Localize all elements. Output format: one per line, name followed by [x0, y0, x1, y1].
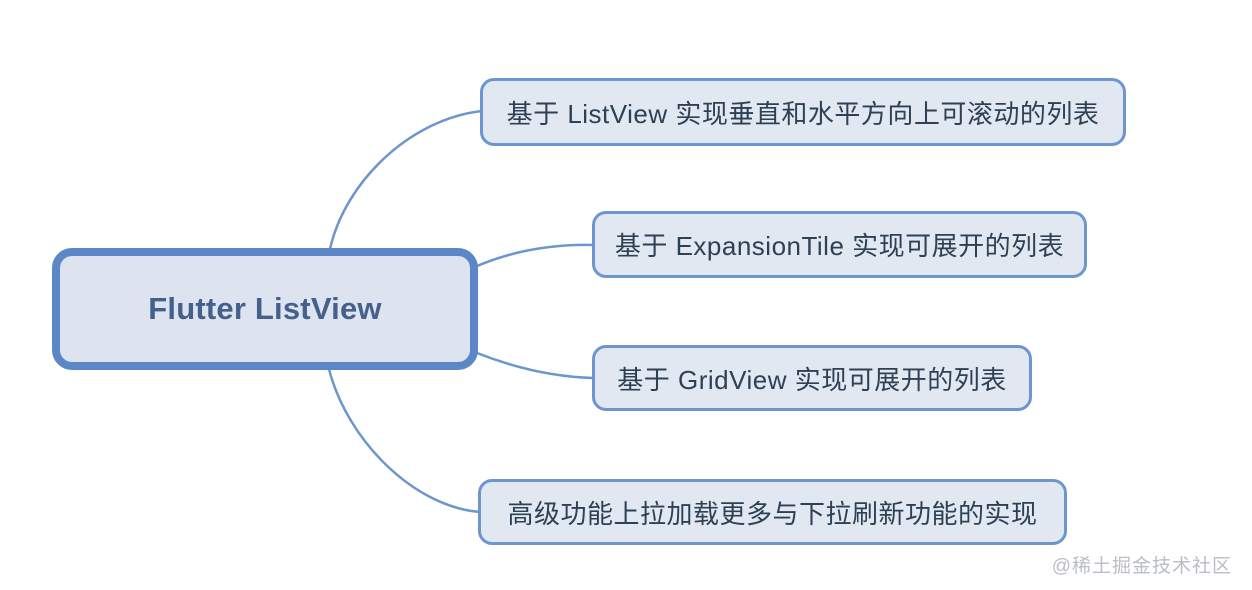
mindmap-branch-node-expansiontile[interactable]: 基于 ExpansionTile 实现可展开的列表: [592, 211, 1087, 278]
mindmap-branch-node-listview[interactable]: 基于 ListView 实现垂直和水平方向上可滚动的列表: [480, 78, 1126, 146]
branch-node-label: 基于 GridView 实现可展开的列表: [617, 364, 1007, 395]
branch-node-label: 基于 ExpansionTile 实现可展开的列表: [614, 231, 1065, 261]
connector-root-to-branch-4: [327, 367, 482, 514]
mindmap-branch-node-advanced[interactable]: 高级功能上拉加载更多与下拉刷新功能的实现: [478, 479, 1067, 545]
connector-root-to-branch-1: [328, 109, 484, 251]
branch-node-label: 基于 ListView 实现垂直和水平方向上可滚动的列表: [506, 98, 1100, 129]
mindmap-branch-node-gridview[interactable]: 基于 GridView 实现可展开的列表: [592, 345, 1032, 411]
root-node-label: Flutter ListView: [148, 291, 382, 326]
branch-node-label: 高级功能上拉加载更多与下拉刷新功能的实现: [507, 498, 1038, 529]
watermark-text: @稀土掘金技术社区: [1051, 556, 1232, 577]
connector-root-to-branch-2: [475, 243, 596, 268]
connector-root-to-branch-3: [475, 351, 596, 380]
mindmap-root-node[interactable]: Flutter ListView: [52, 248, 478, 370]
